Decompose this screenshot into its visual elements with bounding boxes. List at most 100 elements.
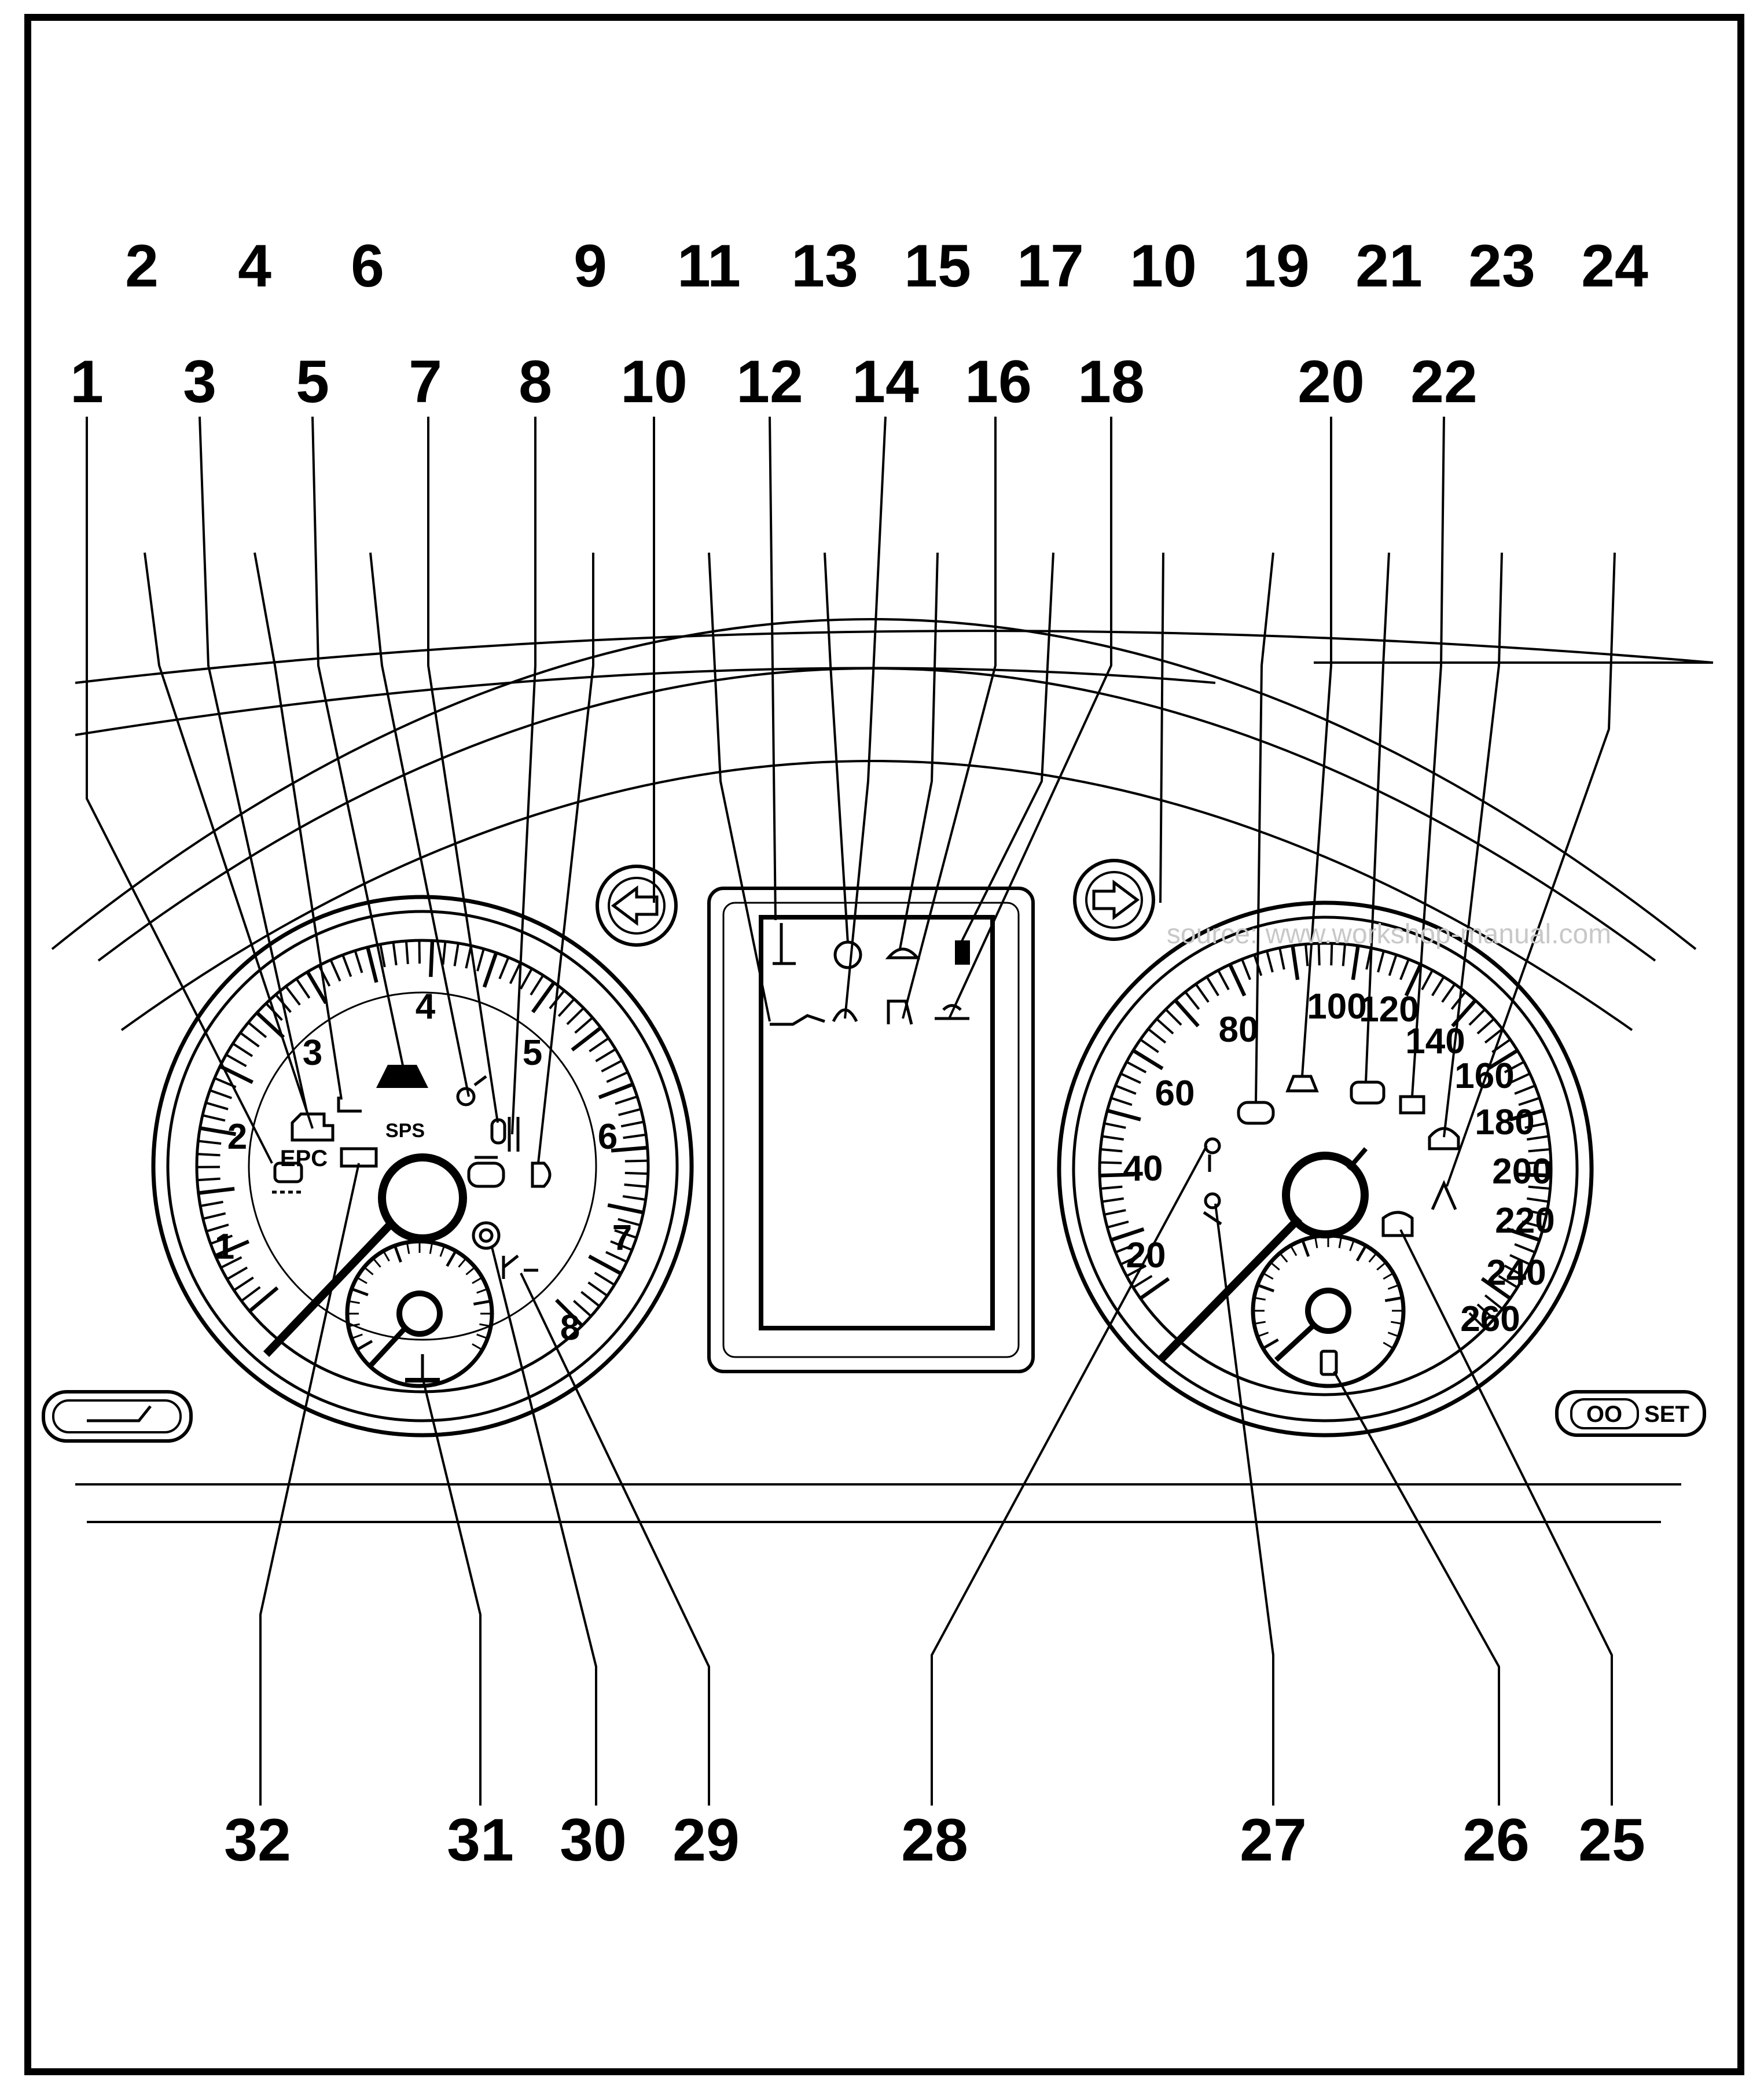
tachometer-tick [521, 970, 531, 989]
tachometer-tick [234, 1044, 252, 1056]
svg-text:SPS: SPS [385, 1120, 425, 1142]
fuel-gauge-tick [1388, 1333, 1397, 1336]
speed-number-60: 60 [1155, 1073, 1195, 1113]
coolant-gauge-tick [366, 1269, 373, 1275]
speedometer-tick [1293, 947, 1298, 980]
coolant-gauge-tick [458, 1260, 465, 1267]
fuel-gauge-tick [1388, 1286, 1397, 1289]
tach-number-7: 7 [612, 1218, 632, 1258]
speedometer-tick [1207, 978, 1218, 996]
cluster-icon-22-service [1401, 1097, 1424, 1113]
callout-27: 27 [1240, 1807, 1307, 1874]
coolant-gauge-tick [466, 1269, 473, 1275]
coolant-gauge-tick [472, 1344, 481, 1350]
coolant-gauge-tick [395, 1247, 400, 1262]
coolant-gauge-tick [479, 1324, 489, 1326]
callouts-bottom-row: 32 31 30 29 28 27 26 25 [224, 1807, 1645, 1874]
tachometer-tick [443, 943, 445, 965]
trip-reset-button[interactable] [43, 1392, 191, 1441]
speedometer-tick [1122, 1074, 1141, 1083]
oo-set-button[interactable]: OO SET [1557, 1392, 1704, 1435]
speedometer-needle [1160, 1218, 1299, 1360]
tachometer-tick [589, 1256, 620, 1273]
speedometer-tick [1422, 971, 1432, 990]
fuel-gauge-tick [1256, 1322, 1266, 1323]
tachometer-tick [343, 956, 351, 977]
speedometer-tick [1378, 952, 1383, 972]
callout-29: 29 [672, 1807, 740, 1874]
speedometer-tick [1116, 1086, 1135, 1094]
fuel-gauge-tick [1357, 1247, 1365, 1261]
tachometer-tick [199, 1179, 220, 1180]
coolant-gauge-tick [407, 1244, 409, 1254]
speedometer-tick [1515, 1244, 1534, 1252]
coolant-gauge-tick [477, 1334, 486, 1338]
fuel-gauge-tick [1385, 1298, 1401, 1301]
callout-28: 28 [901, 1807, 968, 1874]
fuel-gauge-tick [1265, 1274, 1273, 1280]
callout-3: 3 [183, 348, 216, 416]
coolant-gauge-tick [350, 1301, 360, 1303]
fuel-gauge-tick [1315, 1238, 1317, 1248]
speedometer-tick [1127, 1062, 1146, 1072]
speed-number-260: 260 [1460, 1299, 1520, 1339]
tachometer-tick [621, 1122, 642, 1126]
callout-10-top: 10 [1130, 233, 1197, 300]
fuel-pump-icon [1321, 1351, 1336, 1374]
speedometer-tick [1390, 956, 1396, 976]
callout-7: 7 [409, 348, 442, 416]
speedometer-tick [1469, 1010, 1484, 1025]
callout-20: 20 [1298, 348, 1365, 416]
speed-number-40: 40 [1123, 1149, 1163, 1189]
speedometer-tick [1141, 1040, 1158, 1052]
callout-31: 31 [447, 1807, 514, 1874]
coolant-gauge-tick [358, 1278, 367, 1284]
tachometer-tick [601, 1061, 621, 1072]
tach-number-8: 8 [560, 1308, 580, 1348]
coolant-gauge-tick [384, 1252, 389, 1261]
tachometer-tick [394, 943, 396, 965]
speedometer-tick [1105, 1124, 1126, 1128]
speedometer-tick [1186, 993, 1199, 1009]
tachometer-tick [531, 976, 542, 995]
speedometer-tick [1101, 1187, 1122, 1189]
callout-6: 6 [351, 233, 384, 300]
callout-17: 17 [1017, 233, 1084, 300]
cluster-icon-5-steering: SPS [376, 1065, 428, 1142]
fuel-gauge-tick [1259, 1333, 1269, 1336]
tachometer-tick [575, 1019, 592, 1033]
tachometer-tick [207, 1103, 228, 1109]
tachometer-tick [624, 1185, 646, 1186]
turn-signal-left [597, 866, 676, 945]
tachometer-tick [625, 1173, 647, 1174]
speedometer-tick [1157, 1020, 1173, 1034]
tachometer-tick [484, 954, 496, 987]
tachometer-tick [499, 958, 508, 979]
callout-10-left: 10 [620, 348, 688, 416]
tachometer-tick [599, 1084, 632, 1097]
leader-lines [87, 417, 1615, 1806]
fuel-gauge-tick [1265, 1340, 1278, 1348]
tachometer-tick [419, 942, 420, 964]
tachometer-tick [619, 1109, 640, 1115]
tach-number-4: 4 [416, 987, 436, 1027]
cluster-icon-9-headlight [532, 1163, 550, 1186]
tachometer-tick [455, 944, 458, 966]
tachometer-tick [199, 1154, 220, 1155]
cluster-icon-28-person [1206, 1139, 1219, 1172]
coolant-gauge-tick [447, 1252, 455, 1266]
speed-number-200: 200 [1492, 1152, 1552, 1192]
callout-11: 11 [677, 233, 741, 300]
coolant-gauge-tick [477, 1289, 486, 1293]
coolant-gauge-tick [374, 1260, 381, 1267]
tachometer-tick [201, 1202, 223, 1206]
callout-23: 23 [1468, 233, 1535, 300]
coolant-gauge-tick [430, 1244, 432, 1254]
tachometer-tick [567, 1009, 583, 1024]
tachometer-tick [406, 942, 408, 964]
epc-lamp-text: EPC [280, 1146, 328, 1171]
tach-number-1: 1 [215, 1227, 234, 1267]
speedometer-tick [1108, 1222, 1129, 1227]
tachometer-tick [608, 1205, 642, 1212]
speedometer-tick [1108, 1111, 1141, 1120]
